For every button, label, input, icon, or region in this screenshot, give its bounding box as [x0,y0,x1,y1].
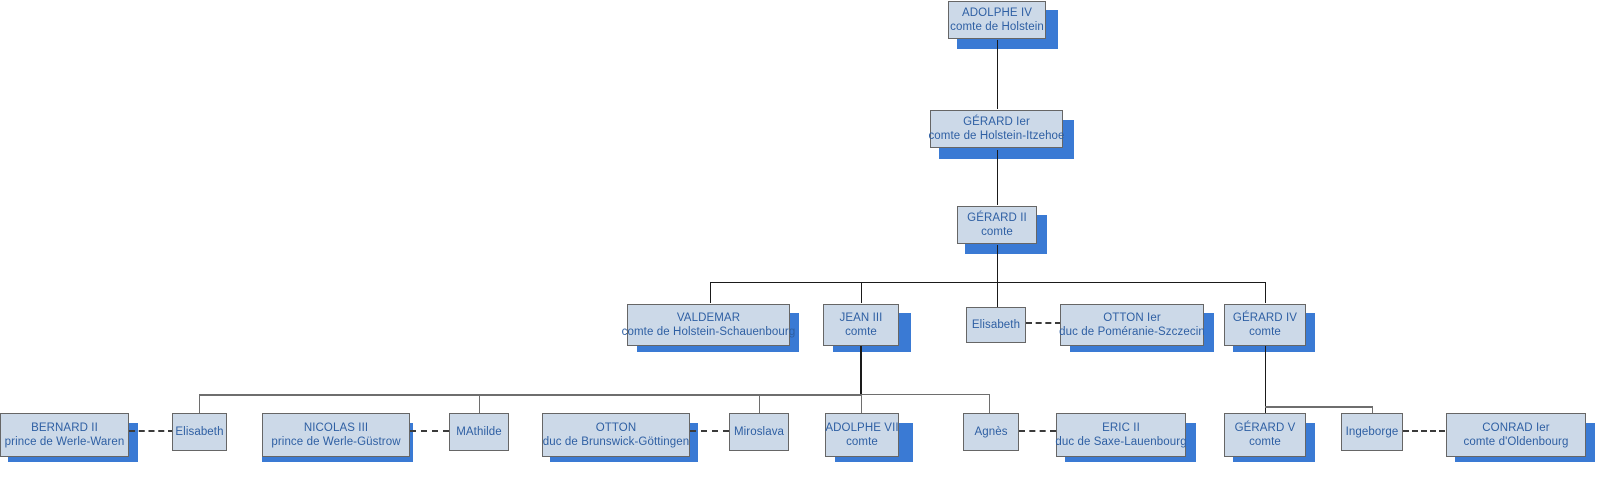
node-eric2[interactable]: ERIC II duc de Saxe-Lauenbourg [1055,413,1187,457]
node-name: GÉRARD II [967,212,1027,224]
node-name: GÉRARD Ier [963,116,1030,128]
node-conrad1[interactable]: CONRAD Ier comte d'Oldenbourg [1446,413,1586,457]
marriage-link-elisabeth-otton1 [1026,322,1061,324]
node-name: GÉRARD IV [1232,312,1298,324]
connector-bus-to-mathilde [479,394,480,413]
connector-gerard4-dropdown [1265,346,1266,413]
node-name: BERNARD II [31,422,98,434]
connector-bus-generation-4 [710,282,1266,283]
node-gerard2[interactable]: GÉRARD II comte [957,206,1037,244]
node-elisabeth-g4[interactable]: Elisabeth [966,307,1026,343]
connector-bus-to-elisabeth-g4 [997,282,998,307]
node-title: comte [845,326,877,338]
node-title: duc de Saxe-Lauenbourg [1055,436,1187,448]
node-title: comte [846,436,878,448]
node-name: Miroslava [733,426,785,438]
connector-bus-to-adolphe7 [861,394,862,413]
node-miroslava[interactable]: Miroslava [729,413,789,451]
connector-gerard2-dropdown [997,245,998,283]
connector-bus-generation-5-right [1265,406,1373,408]
node-adolphe7[interactable]: ADOLPHE VII comte [825,413,899,457]
node-ingeborge[interactable]: Ingeborge [1341,413,1403,451]
connector-bus-generation-5-agnes [861,394,989,395]
node-elisabeth-g5[interactable]: Elisabeth [172,413,227,451]
connector-bus-to-miroslava [759,394,760,413]
node-name: GÉRARD V [1234,422,1296,434]
connector-bus-to-gerard4 [1265,282,1266,303]
node-name: ADOLPHE IV [961,7,1033,19]
node-name: ADOLPHE VII [825,422,899,434]
node-name: ERIC II [1102,422,1140,434]
node-otton[interactable]: OTTON duc de Brunswick-Göttingen [542,413,690,457]
node-title: comte [981,226,1013,238]
node-name: JEAN III [839,312,883,324]
node-name: CONRAD Ier [1482,422,1550,434]
node-title: comte de Holstein-Itzehoe [928,130,1065,142]
connector-bus-to-jean3 [861,282,862,303]
marriage-link-nicolas3-mathilde [410,430,449,432]
node-gerard4[interactable]: GÉRARD IV comte [1224,304,1306,346]
connector-bus-to-ingeborge [1372,406,1373,413]
node-name: OTTON Ier [1103,312,1161,324]
node-name: OTTON [595,422,637,434]
node-gerard5[interactable]: GÉRARD V comte [1224,413,1306,457]
node-name: NICOLAS III [303,422,369,434]
node-title: comte de Holstein-Schauenbourg [621,326,796,338]
node-title: prince de Werle-Waren [4,436,125,448]
node-adolphe4[interactable]: ADOLPHE IV comte de Holstein [948,1,1046,39]
marriage-link-agnes-eric2 [1019,430,1056,432]
node-name: Agnès [974,426,1008,438]
node-title: comte de Holstein [950,21,1044,33]
marriage-link-otton-miroslava [690,430,729,432]
node-mathilde[interactable]: MAthilde [449,413,509,451]
connector-jean3-dropdown [860,346,862,396]
node-bernard2[interactable]: BERNARD II prince de Werle-Waren [0,413,129,457]
node-name: Ingeborge [1345,426,1399,438]
node-title: comte d'Oldenbourg [1463,436,1569,448]
node-gerard1[interactable]: GÉRARD Ier comte de Holstein-Itzehoe [928,110,1065,148]
marriage-link-bernard2-elisabeth [129,430,174,432]
marriage-link-ingeborge-conrad1 [1403,430,1445,432]
connector-bus-generation-5-left [199,394,861,396]
node-title: duc de Poméranie-Szczecin [1059,326,1205,338]
connector-bus-to-valdemar [710,282,711,303]
node-nicolas3[interactable]: NICOLAS III prince de Werle-Güstrow [262,413,410,457]
node-name: VALDEMAR [676,312,741,324]
node-title: comte [1249,326,1281,338]
connector-bus-to-agnes [989,394,990,413]
node-otton1[interactable]: OTTON Ier duc de Poméranie-Szczecin [1059,304,1205,346]
connector-gerard1-gerard2 [997,150,998,205]
node-name: MAthilde [456,426,502,438]
node-agnes[interactable]: Agnès [963,413,1019,451]
node-name: Elisabeth [175,426,224,438]
connector-adolphe4-gerard1 [997,40,998,109]
node-jean3[interactable]: JEAN III comte [823,304,899,346]
node-title: prince de Werle-Güstrow [271,436,401,448]
node-name: Elisabeth [971,319,1021,331]
node-title: comte [1249,436,1281,448]
node-valdemar[interactable]: VALDEMAR comte de Holstein-Schauenbourg [622,304,795,346]
connector-bus-to-elisabeth-g5 [199,394,200,413]
node-title: duc de Brunswick-Göttingen [542,436,690,448]
